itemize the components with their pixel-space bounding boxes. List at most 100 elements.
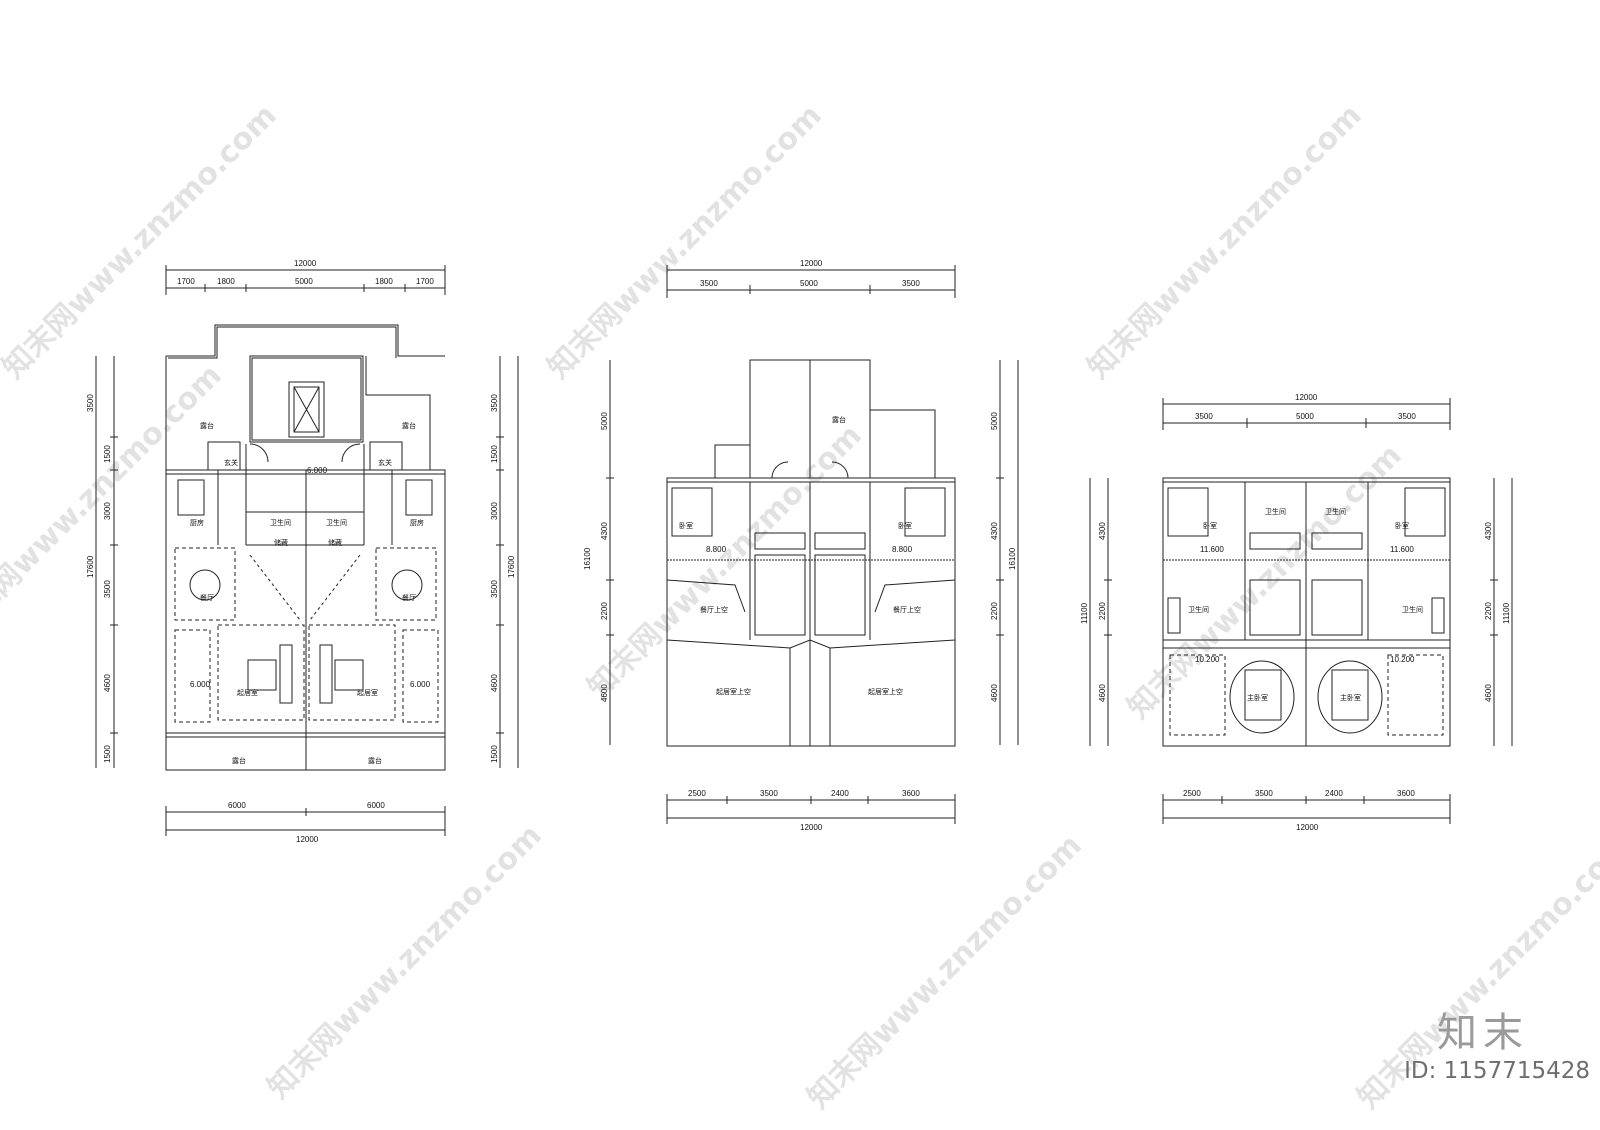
room-label: 起居室 — [357, 688, 378, 697]
plan1-side-seg: 1500 — [103, 445, 112, 463]
brand-logo: 知末 — [1437, 1010, 1529, 1056]
plan1-side-seg: 3500 — [103, 580, 112, 598]
plan2-side-seg: 5000 — [600, 412, 609, 430]
plan1-top-total: 12000 — [294, 259, 317, 268]
plan3-side-seg: 4600 — [1098, 684, 1107, 702]
elevation-mark: 6.000 — [190, 680, 211, 689]
room-label: 卫生间 — [326, 518, 347, 527]
plan2-top-total: 12000 — [800, 259, 823, 268]
plan3-bottom-dimensions — [1162, 794, 1451, 824]
plan1-side-seg: 3500 — [490, 580, 499, 598]
plan2-side-seg: 4300 — [990, 522, 999, 540]
plan1-side-seg: 3500 — [490, 394, 499, 412]
room-label: 露台 — [402, 421, 416, 430]
plan2-side-total: 16100 — [583, 547, 592, 570]
room-label: 露台 — [368, 756, 382, 765]
plan1-side-seg: 3500 — [86, 394, 95, 412]
room-label: 玄关 — [224, 458, 238, 467]
plan1-top-seg: 1800 — [375, 277, 393, 286]
plan1-side-total: 17600 — [507, 555, 516, 578]
room-label: 卫生间 — [1188, 605, 1209, 614]
elevation-mark: 11.600 — [1200, 545, 1224, 554]
room-label: 卧室 — [1203, 521, 1217, 530]
plan3-side-total: 11100 — [1502, 602, 1511, 624]
plan2-bottom-dimensions — [666, 794, 956, 824]
room-label: 厨房 — [410, 518, 424, 527]
plan2-side-seg: 5000 — [990, 412, 999, 430]
room-label: 卫生间 — [1325, 507, 1346, 516]
plan1-bottom-total: 12000 — [296, 835, 319, 844]
room-label: 卫生间 — [270, 518, 291, 527]
room-label: 厨房 — [190, 518, 204, 527]
watermark-text: 知末网www.znzmo.com — [0, 98, 284, 386]
plan-2-upper-floor: 12000 3500 5000 3500 2500 3500 2400 3600… — [583, 259, 1019, 832]
plan3-top-seg: 3500 — [1398, 412, 1416, 421]
plan1-side-seg: 1500 — [103, 745, 112, 763]
room-label: 露台 — [200, 421, 214, 430]
plan1-side-seg: 1500 — [490, 745, 499, 763]
plan1-walls — [165, 324, 446, 771]
room-label: 餐厅 — [200, 593, 214, 602]
room-label: 卫生间 — [1402, 605, 1423, 614]
plan1-top-dimensions — [165, 265, 446, 295]
elevation-mark: 6.000 — [410, 680, 431, 689]
plan3-bottom-seg: 3500 — [1255, 789, 1273, 798]
plan3-bottom-seg: 2400 — [1325, 789, 1343, 798]
room-label: 卧室 — [679, 521, 693, 530]
plan2-top-seg: 3500 — [902, 279, 920, 288]
plan2-side-seg: 4600 — [990, 684, 999, 702]
elevation-mark: 6.000 — [307, 466, 328, 475]
plan1-side-seg: 3000 — [103, 502, 112, 520]
room-label: 餐厅上空 — [700, 605, 728, 614]
plan3-walls — [1162, 477, 1451, 747]
plan2-side-dimensions — [606, 360, 1019, 745]
plan3-top-seg: 5000 — [1296, 412, 1314, 421]
plan2-top-seg: 5000 — [800, 279, 818, 288]
plan3-side-seg: 4300 — [1098, 522, 1107, 540]
room-label: 起居室上空 — [868, 687, 903, 696]
plan1-side-seg: 4600 — [490, 674, 499, 692]
plan-1-ground-floor: 12000 1700 1800 5000 1800 1700 6000 6000… — [86, 259, 519, 844]
elevation-mark: 10.200 — [1390, 655, 1415, 664]
room-label: 卧室 — [898, 521, 912, 530]
watermark-text: 知末网www.znzmo.com — [261, 818, 549, 1106]
plan2-bottom-seg: 3600 — [902, 789, 920, 798]
plan1-top-seg: 5000 — [295, 277, 313, 286]
plan2-side-total: 16100 — [1008, 547, 1017, 570]
watermark-text: 知末网www.znzmo.com — [1121, 438, 1409, 726]
elevation-mark: 8.800 — [892, 545, 913, 554]
plan3-top-seg: 3500 — [1195, 412, 1213, 421]
plan1-bottom-dimensions — [165, 806, 446, 836]
elevation-mark: 10.200 — [1195, 655, 1220, 664]
plan3-side-seg: 4600 — [1484, 684, 1493, 702]
plan1-bottom-seg: 6000 — [367, 801, 385, 810]
plan2-bottom-seg: 3500 — [760, 789, 778, 798]
room-label: 起居室 — [237, 688, 258, 697]
plan2-walls — [666, 359, 956, 747]
plan3-side-dimensions — [1089, 478, 1513, 746]
room-label: 主卧室 — [1247, 693, 1268, 702]
plan2-bottom-total: 12000 — [800, 823, 823, 832]
elevation-mark: 11.600 — [1390, 545, 1414, 554]
plan1-top-seg: 1700 — [177, 277, 195, 286]
watermark-text: 知末网www.znzmo.com — [541, 98, 829, 386]
room-label: 储藏 — [274, 538, 288, 547]
watermark-text: 知末网www.znzmo.com — [1081, 98, 1369, 386]
plan1-side-seg: 3000 — [490, 502, 499, 520]
plan1-side-seg: 1500 — [490, 445, 499, 463]
watermark-text: 知末网www.znzmo.com — [801, 828, 1089, 1116]
elevation-mark: 8.800 — [706, 545, 727, 554]
plan1-top-seg: 1700 — [416, 277, 434, 286]
plan1-side-dimensions — [95, 356, 519, 768]
room-label: 餐厅上空 — [893, 605, 921, 614]
plan3-bottom-total: 12000 — [1296, 823, 1319, 832]
plan3-top-total: 12000 — [1295, 393, 1318, 402]
room-label: 主卧室 — [1340, 693, 1361, 702]
plan3-side-seg: 2200 — [1484, 602, 1493, 620]
plan2-bottom-seg: 2400 — [831, 789, 849, 798]
room-label: 储藏 — [328, 538, 342, 547]
room-label: 玄关 — [378, 458, 392, 467]
room-label: 露台 — [832, 415, 846, 424]
plan3-top-dimensions — [1162, 398, 1451, 430]
